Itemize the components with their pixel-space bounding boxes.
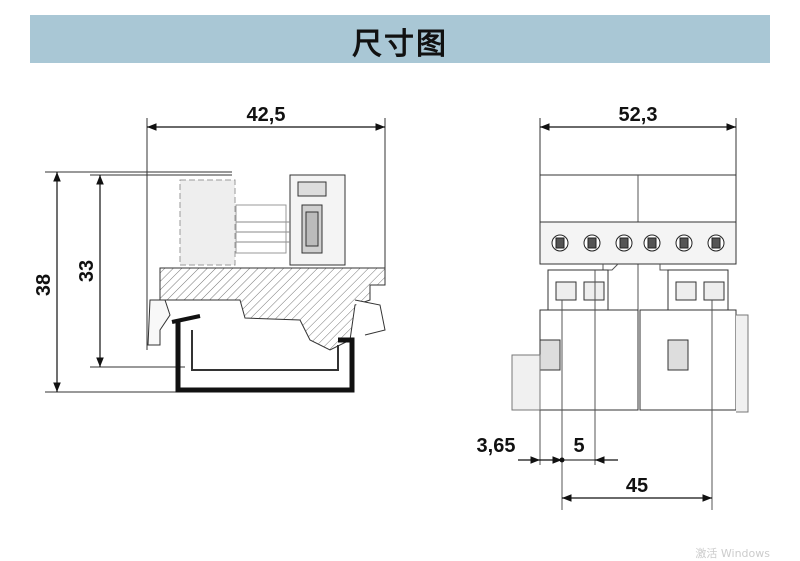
side-view (45, 118, 386, 393)
svg-text:52,3: 52,3 (619, 104, 658, 126)
svg-text:42,5: 42,5 (247, 104, 286, 126)
svg-text:3,65: 3,65 (477, 435, 516, 457)
dimension-3-65: 3,65 (477, 435, 565, 464)
dimension-45: 45 (562, 475, 712, 502)
svg-text:33: 33 (76, 260, 98, 282)
front-view (511, 118, 749, 510)
dimension-52-3: 52,3 (540, 104, 736, 131)
page-title: 尺寸图 (352, 27, 448, 62)
dimension-38: 38 (33, 172, 61, 392)
dimension-5: 5 (562, 435, 618, 464)
svg-text:5: 5 (573, 435, 584, 457)
title-banner: 尺寸图 (30, 15, 770, 63)
screw-terminals (551, 234, 725, 252)
dimension-33: 33 (76, 175, 104, 367)
svg-text:38: 38 (33, 274, 55, 296)
svg-text:45: 45 (626, 475, 648, 497)
windows-watermark: 激活 Windows (695, 547, 770, 560)
dimension-42-5: 42,5 (147, 104, 385, 131)
